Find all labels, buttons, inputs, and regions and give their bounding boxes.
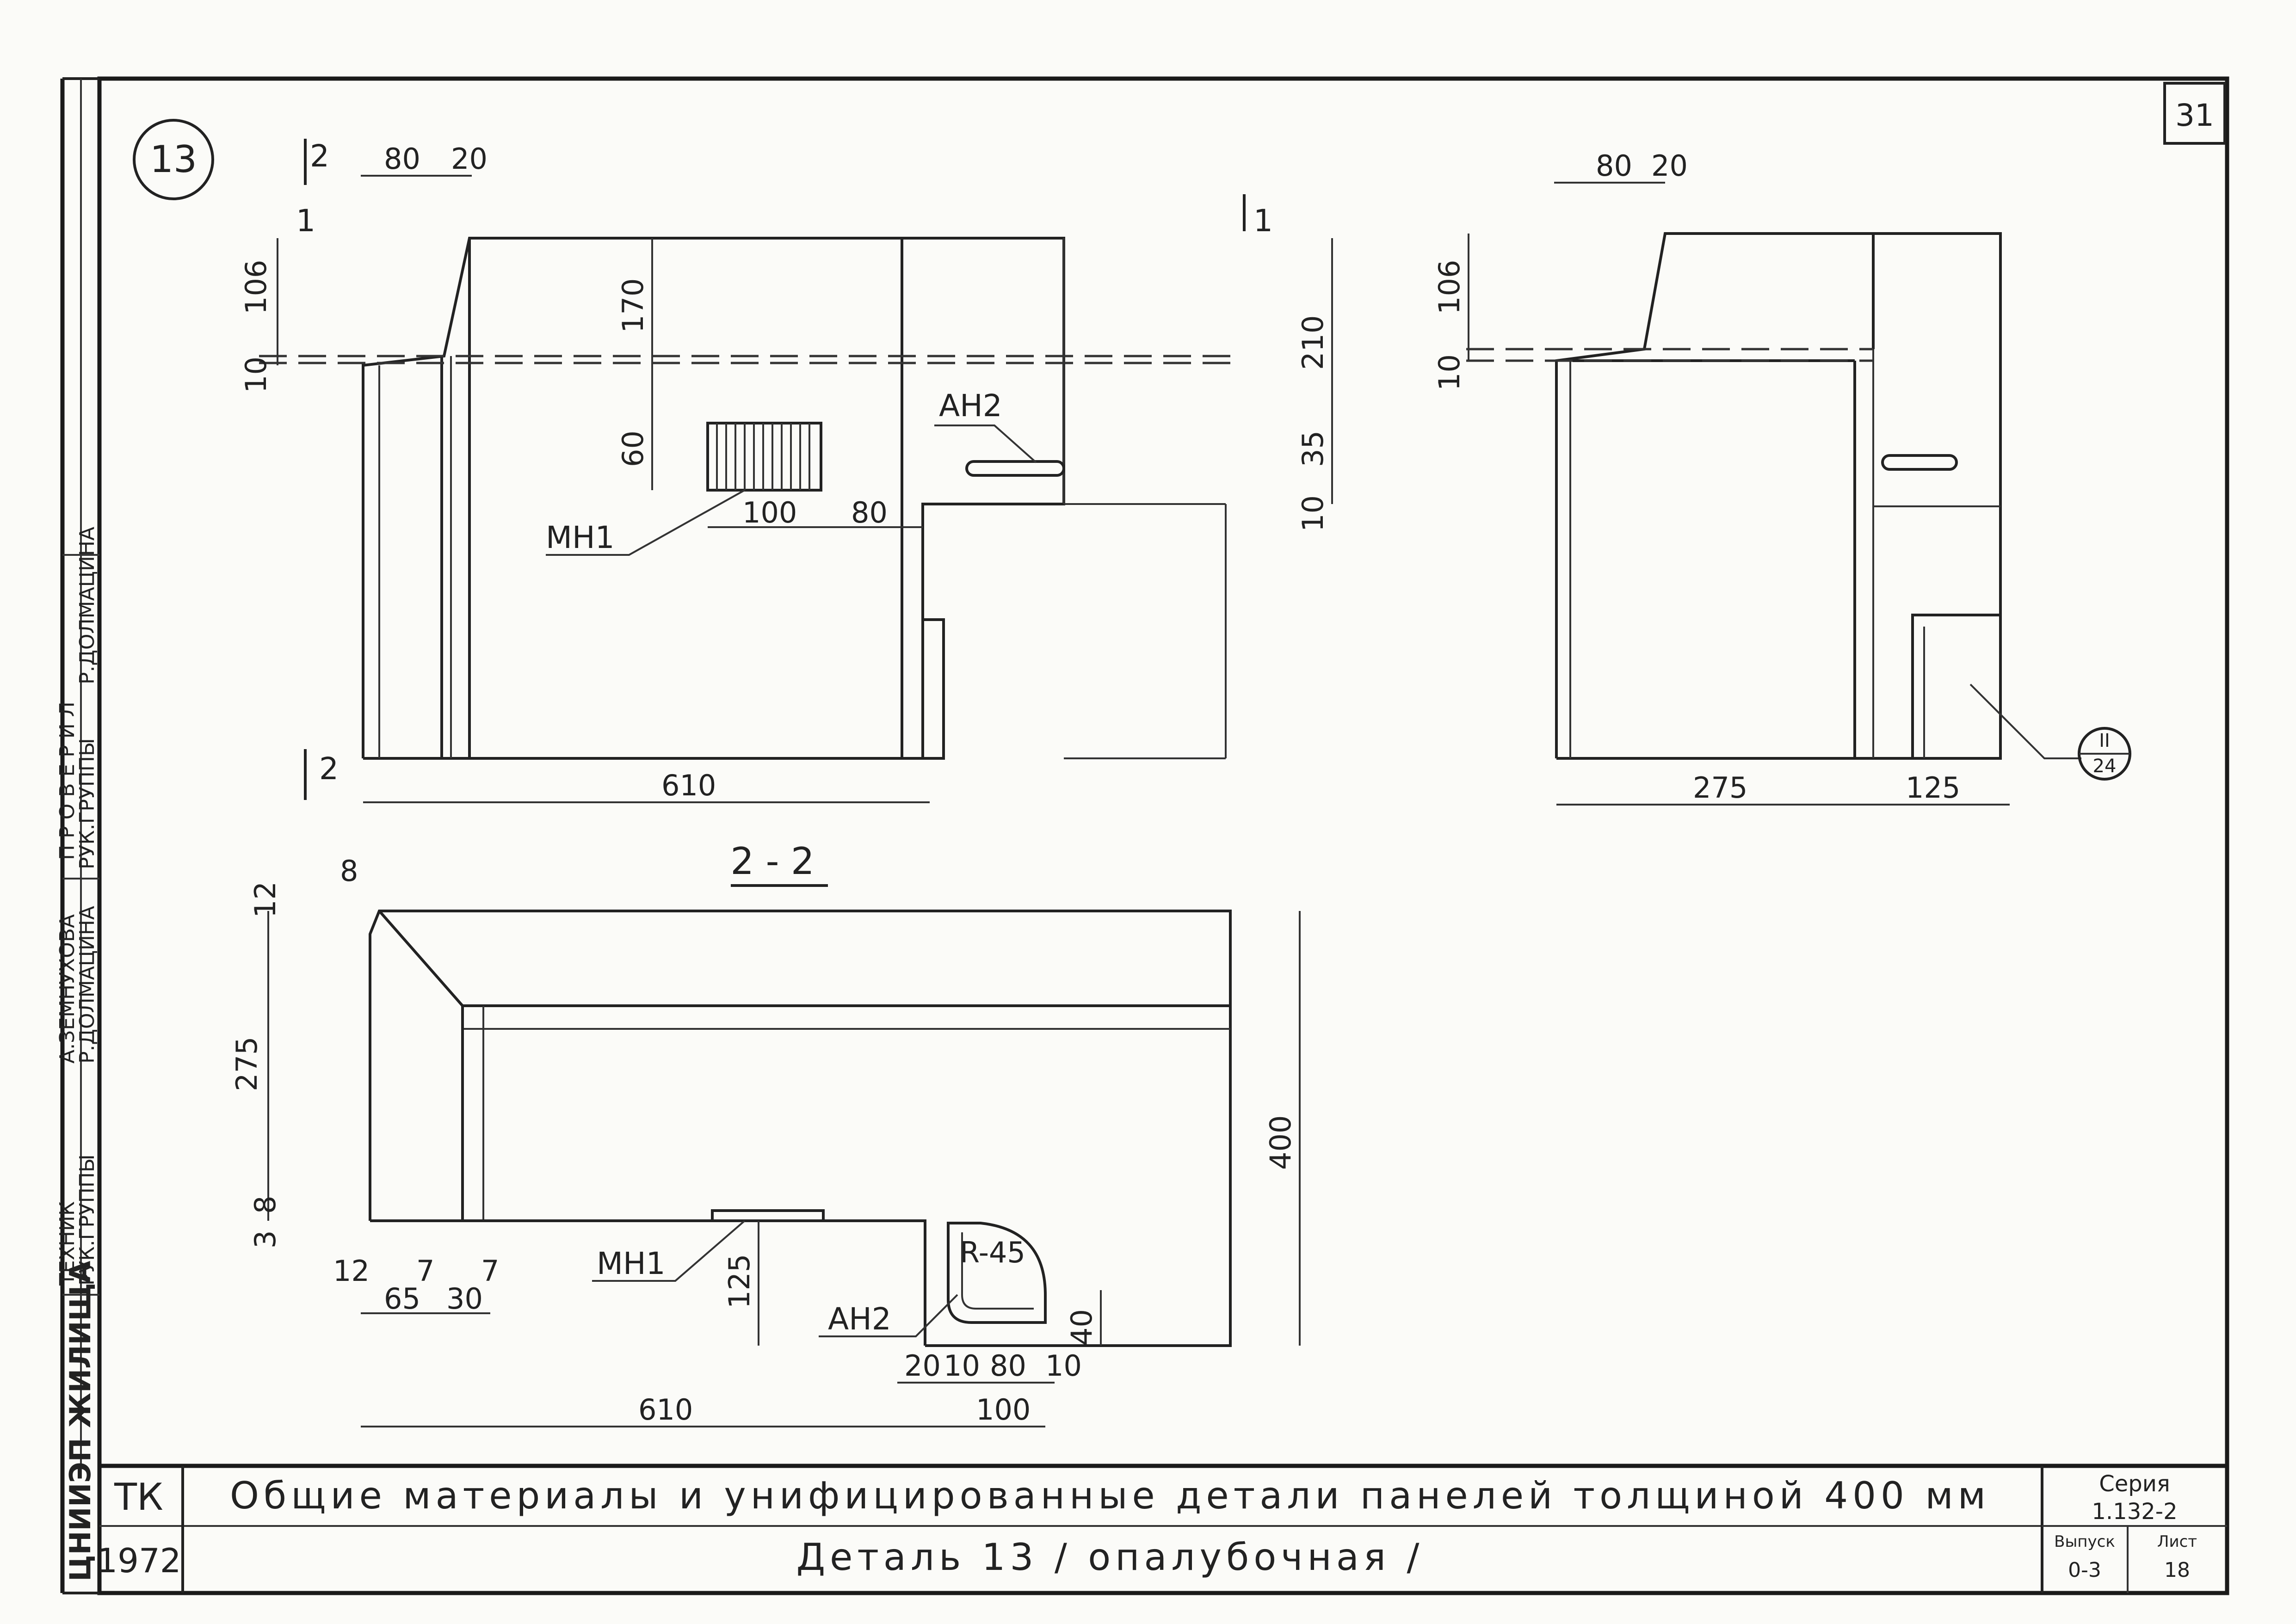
- section-dim-12-top: 12: [248, 881, 282, 918]
- front-section-mark-2-bottom: 2: [319, 751, 339, 787]
- signature-name-1: Р.ДОЛМАЦИНА: [75, 906, 99, 1064]
- issue-value: 0-3: [2068, 1558, 2101, 1582]
- signature-name-2: Р.ДОЛМАЦИНА: [75, 527, 99, 684]
- sheet-label: Лист: [2157, 1532, 2197, 1551]
- year: 1972: [96, 1541, 181, 1580]
- section-dim-610: 610: [638, 1393, 693, 1427]
- front-dim-170: 170: [616, 278, 650, 333]
- section-dim-8-top: 8: [340, 854, 358, 888]
- signature-role-3: ТЕХНИК: [56, 1201, 79, 1286]
- signature-role-2: РУК.ГРУППЫ: [75, 738, 99, 869]
- section-2-2: 2 - 2 R-45 МН1 АН2 8 12 275 8 3 400 12: [230, 840, 1301, 1427]
- section-dim-7-b: 7: [481, 1254, 499, 1288]
- section-title: 2 - 2: [730, 840, 815, 883]
- front-dim-106: 106: [239, 260, 273, 314]
- section-radius-label: R-45: [960, 1236, 1025, 1269]
- title-sub: Деталь 13 / опалубочная /: [796, 1536, 1424, 1579]
- signature-name-3: А.ЗЕМНУХОВА: [56, 914, 79, 1064]
- front-view: МН1 АН2 1 2 2 1 80 20 106 10 170 60 100 …: [239, 138, 1333, 803]
- side-dim-80: 80: [1596, 149, 1632, 183]
- side-dim-20: 20: [1651, 149, 1688, 183]
- section-dim-12-bottom: 12: [333, 1254, 370, 1288]
- signature-role-1: РУК.ГРУППЫ: [75, 1154, 99, 1286]
- front-dim-10-right: 10: [1296, 495, 1330, 532]
- section-dim-40: 40: [1065, 1309, 1099, 1346]
- front-section-mark-1-right: 1: [1253, 203, 1273, 239]
- front-dim-35: 35: [1296, 431, 1330, 467]
- side-dim-125: 125: [1906, 771, 1960, 805]
- svg-text:13: 13: [150, 138, 197, 181]
- side-dim-10: 10: [1432, 354, 1466, 391]
- sheet-number: 31: [2175, 98, 2214, 133]
- section-an2-label: АН2: [828, 1301, 891, 1337]
- series-value: 1.132-2: [2092, 1499, 2177, 1525]
- front-dim-80-top: 80: [384, 142, 420, 176]
- front-dim-80-mid: 80: [851, 496, 888, 529]
- sheet-value: 18: [2164, 1558, 2190, 1582]
- section-dim-275: 275: [230, 1037, 264, 1091]
- front-mn1-label: МН1: [546, 520, 615, 555]
- org-code: ТК: [114, 1476, 163, 1519]
- section-dim-400: 400: [1264, 1115, 1297, 1170]
- section-dim-100: 100: [976, 1393, 1031, 1427]
- front-dim-100: 100: [742, 496, 797, 529]
- section-dim-20: 20: [904, 1349, 941, 1383]
- sheet-number-box: [2163, 82, 2226, 145]
- front-section-mark-1-left: 1: [296, 203, 315, 239]
- title-main: Общие материалы и унифицированные детали…: [230, 1474, 1990, 1517]
- section-dim-8-bottom: 8: [248, 1196, 282, 1214]
- checked-label: ПРОВЕРИЛ: [56, 695, 79, 860]
- section-dim-3: 3: [248, 1230, 282, 1249]
- section-dim-30: 30: [446, 1282, 483, 1316]
- signature-strip: ПРОВЕРИЛ РУК.ГРУППЫ Р.ДОЛМАЦИНА РУК.ГРУП…: [56, 79, 99, 1581]
- front-dim-610: 610: [661, 769, 716, 802]
- section-dim-10-b: 10: [1045, 1349, 1082, 1383]
- section-dim-65: 65: [384, 1282, 420, 1316]
- section-dim-80: 80: [990, 1349, 1026, 1383]
- side-dim-275: 275: [1693, 771, 1747, 805]
- side-reference-top: II: [2099, 730, 2110, 751]
- title-block: ТК 1972 Общие материалы и унифицированны…: [96, 1464, 2227, 1593]
- front-dim-10-left: 10: [239, 357, 273, 393]
- front-dim-20-top: 20: [451, 142, 488, 176]
- section-dim-7-a: 7: [416, 1254, 434, 1288]
- side-reference-bottom: 24: [2093, 756, 2117, 777]
- side-dim-106: 106: [1432, 260, 1466, 314]
- front-dim-60: 60: [616, 431, 650, 467]
- front-dim-210: 210: [1296, 315, 1330, 370]
- section-dim-125: 125: [722, 1254, 756, 1309]
- detail-marker: 13: [133, 119, 214, 200]
- outer-frame: [97, 76, 2229, 1595]
- section-dim-10-a: 10: [944, 1349, 980, 1383]
- series-label: Серия: [2099, 1471, 2170, 1497]
- side-view: II 24 80 20 106 10 275 125: [1432, 149, 2131, 806]
- issue-label: Выпуск: [2054, 1532, 2115, 1551]
- front-an2-label: АН2: [939, 388, 1002, 424]
- org-stamp: ЦНИИЭП ЖИЛИЩА: [63, 1261, 97, 1581]
- section-mn1-label: МН1: [597, 1246, 666, 1281]
- front-section-mark-2-top: 2: [310, 138, 329, 174]
